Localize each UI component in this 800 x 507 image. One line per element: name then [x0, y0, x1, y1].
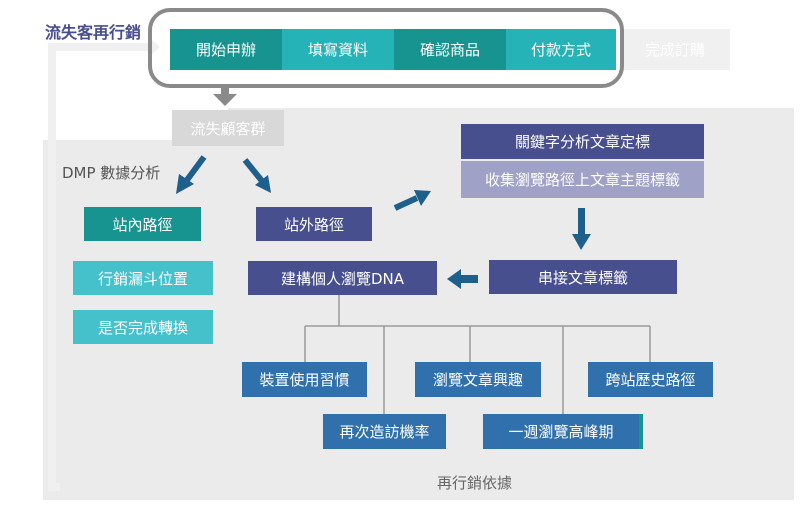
link-tags-label: 串接文章標籤	[537, 268, 628, 287]
link-tags-box: 串接文章標籤	[489, 260, 677, 294]
onsite-path-label: 站內路徑	[112, 215, 173, 234]
funnel-step-fill: 填寫資料	[282, 29, 394, 70]
keyword-analysis-label: 關鍵字分析文章定標	[514, 133, 650, 151]
funnel-position-box: 行銷漏斗位置	[73, 261, 213, 295]
funnel-step-start: 開始申辦	[170, 29, 282, 70]
dmp-label: DMP 數據分析	[62, 164, 161, 182]
retargeting-basis-label: 再行銷依據	[437, 474, 513, 492]
topic-tags-box: 收集瀏覽路徑上文章主題標籤	[461, 161, 704, 198]
funnel-step-label: 付款方式	[530, 41, 591, 59]
funnel-step-payment: 付款方式	[506, 29, 616, 70]
topic-tags-label: 收集瀏覽路徑上文章主題標籤	[484, 171, 680, 189]
article-interest-box: 瀏覽文章興趣	[415, 362, 541, 397]
funnel-step-label: 完成訂購	[644, 41, 705, 59]
device-habit-label: 裝置使用習慣	[259, 371, 350, 389]
revisit-probability-label: 再次造訪機率	[339, 423, 430, 441]
funnel-step-label: 確認商品	[419, 41, 480, 59]
build-dna-box: 建構個人瀏覽DNA	[248, 261, 437, 295]
conversion-done-label: 是否完成轉換	[97, 318, 188, 337]
cross-site-history-box: 跨站歷史路徑	[588, 362, 713, 397]
build-dna-label: 建構個人瀏覽DNA	[280, 269, 405, 288]
weekly-peak-box: 一週瀏覽高峰期	[483, 414, 643, 449]
conversion-done-box: 是否完成轉換	[73, 310, 213, 344]
offsite-path-box: 站外路徑	[256, 207, 372, 241]
onsite-path-box: 站內路徑	[84, 207, 201, 241]
weekly-peak-label: 一週瀏覽高峰期	[508, 423, 614, 441]
cross-site-history-label: 跨站歷史路徑	[605, 371, 696, 389]
funnel-highlight-frame	[148, 8, 624, 88]
funnel-step-label: 開始申辦	[195, 41, 256, 59]
offsite-path-label: 站外路徑	[283, 215, 344, 234]
funnel-step-confirm: 確認商品	[394, 29, 506, 70]
funnel-step-complete: 完成訂購	[620, 29, 730, 70]
keyword-analysis-box: 關鍵字分析文章定標	[461, 124, 704, 159]
top-label: 流失客再行銷	[45, 23, 142, 42]
lost-group-label: 流失顧客群	[190, 119, 266, 138]
lost-customer-group: 流失顧客群	[172, 110, 284, 146]
device-habit-box: 裝置使用習慣	[242, 362, 367, 397]
revisit-probability-box: 再次造訪機率	[323, 414, 446, 449]
funnel-position-label: 行銷漏斗位置	[97, 269, 188, 288]
funnel-step-label: 填寫資料	[307, 41, 368, 59]
article-interest-label: 瀏覽文章興趣	[432, 371, 523, 389]
